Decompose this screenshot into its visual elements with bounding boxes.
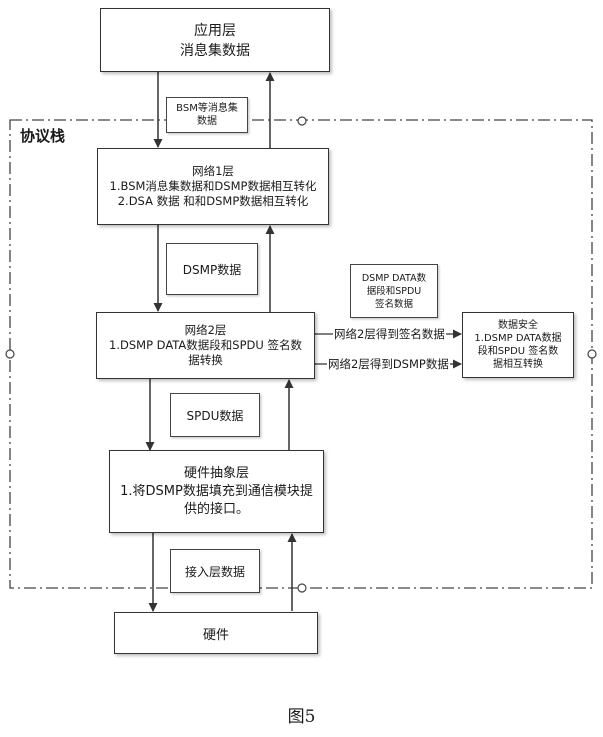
hardware-abstraction-layer-box: 硬件抽象层 1.将DSMP数据填充到通信模块提 供的接口。 (109, 450, 324, 533)
security-item-1-end: 据相互转换 (493, 359, 543, 370)
frame-handle-left (5, 349, 15, 359)
network1-item-2: 2.DSA 数据 和和DSMP数据相互转化 (117, 194, 309, 208)
hal-item-1: 1.将DSMP数据填充到通信模块提 (120, 483, 313, 499)
bsm-data-label-line1: BSM等消息集 (176, 103, 238, 114)
frame-handle-bottom (297, 583, 307, 593)
network2-layer-box: 网络2层 1.DSMP DATA数据段和SPDU 签名数 据转换 (96, 312, 315, 379)
hardware-box: 硬件 (114, 612, 318, 654)
access-layer-data-label-text: 接入层数据 (184, 564, 245, 579)
network2-item-1-cont: 据转换 (188, 353, 223, 367)
spdu-data-label-text: SPDU数据 (186, 408, 244, 423)
hal-item-1-cont: 供的接口。 (183, 501, 249, 517)
dsmp-segment-label: DSMP DATA数 据段和SPDU 签名数据 (350, 264, 438, 318)
network1-layer-box: 网络1层 1.BSM消息集数据和DSMP数据相互转化 2.DSA 数据 和和DS… (97, 148, 329, 225)
frame-handle-top (297, 116, 307, 126)
security-item-1-cont: 段和SPDU 签名数 (477, 346, 559, 357)
figure-caption: 图5 (287, 707, 316, 727)
dsmp-data-label-text: DSMP数据 (182, 262, 242, 277)
data-security-box: 数据安全 1.DSMP DATA数据 段和SPDU 签名数 据相互转换 (462, 312, 574, 378)
security-item-1: 1.DSMP DATA数据 (474, 333, 562, 344)
bsm-data-label: BSM等消息集 数据 (166, 97, 248, 133)
frame-handle-right (587, 349, 597, 359)
network1-item-1: 1.BSM消息集数据和DSMP数据相互转化 (109, 179, 317, 193)
network2-item-1: 1.DSMP DATA数据段和SPDU 签名数 (109, 338, 302, 352)
network2-title: 网络2层 (184, 323, 227, 337)
app-layer-desc: 消息集数据 (180, 43, 250, 59)
edge-label-dsmp: 网络2层得到DSMP数据 (327, 356, 450, 372)
hal-title: 硬件抽象层 (183, 465, 249, 481)
dsmp-segment-line3: 签名数据 (374, 298, 413, 310)
network1-title: 网络1层 (192, 164, 234, 178)
app-layer-title: 应用层 (194, 23, 236, 39)
dsmp-segment-line2: 据段和SPDU (366, 285, 422, 297)
edge-label-signature: 网络2层得到签名数据 (333, 326, 446, 342)
dsmp-segment-line1: DSMP DATA数 (361, 272, 427, 284)
hardware-title: 硬件 (202, 627, 229, 643)
dsmp-data-label: DSMP数据 (166, 243, 258, 295)
security-title: 数据安全 (498, 320, 538, 331)
bsm-data-label-line2: 数据 (197, 116, 217, 127)
protocol-stack-label: 协议栈 (20, 127, 66, 145)
spdu-data-label: SPDU数据 (170, 393, 260, 437)
app-layer-box: 应用层 消息集数据 (100, 8, 330, 72)
access-layer-data-label: 接入层数据 (170, 549, 260, 593)
